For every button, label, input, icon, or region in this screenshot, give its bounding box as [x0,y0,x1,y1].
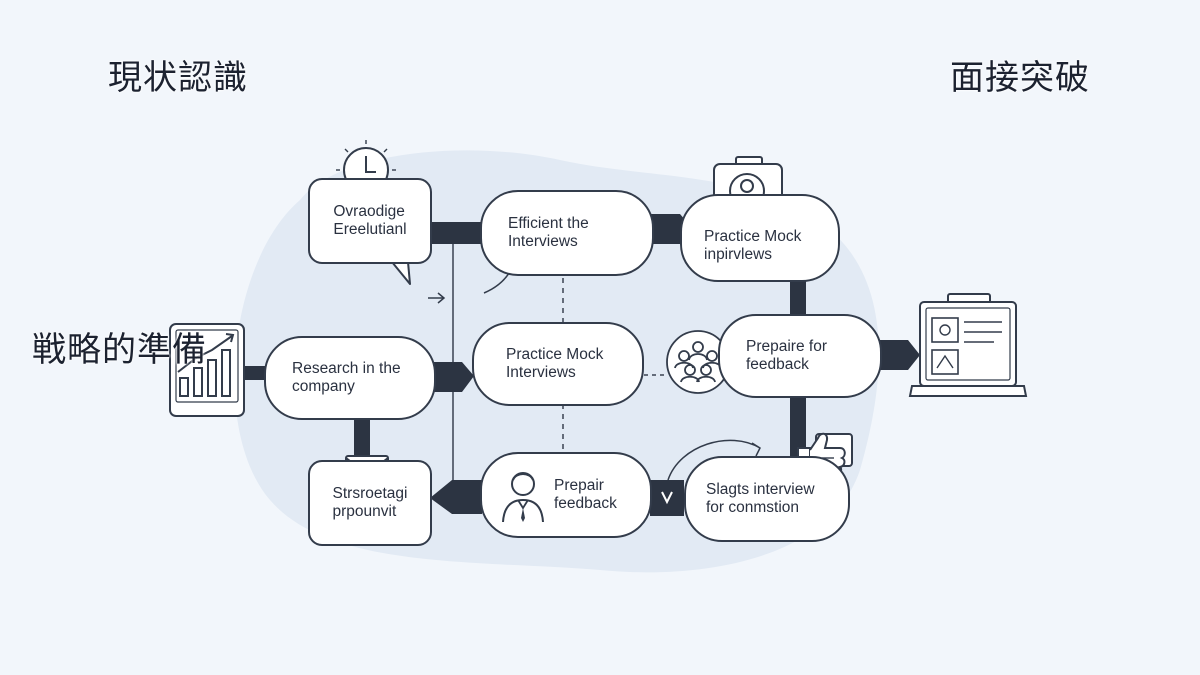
node-research-company-label: Research in the company [292,360,401,395]
node-efficient-interviews-label: Efficient the Interviews [508,215,589,250]
heading-interview-breakthrough: 面接突破 [950,58,1090,98]
heading-strategic-preparation: 戦略的準備 [32,330,207,370]
connector-prepare-stages [790,398,806,456]
arrow-curve-stages [667,439,761,481]
arrow-down-bottom [661,491,673,505]
node-efficient-interviews: Efficient the Interviews [480,190,654,276]
node-practice-mock-mid: Practice Mock Interviews [472,322,644,406]
node-strategic-label: Strsroetagi prpounvit [332,485,408,520]
node-practice-mock-top: Practice Mock inpirvlews [680,194,840,282]
connector-research-strategic [354,418,370,460]
connector-chart-research [244,366,266,380]
connector-strategic-bottom [430,480,482,514]
connector-overview-efficient [430,222,482,244]
node-prepare-feedback-bottom-label: Prepair feedback [554,477,617,512]
node-stages-interview-label: Slagts interview for conmstion [706,481,815,516]
connector-group [244,214,920,516]
bar-chart-icon [169,323,245,417]
node-prepare-feedback-right-label: Prepaire for feedback [746,338,827,373]
node-practice-mock-mid-label: Practice Mock Interviews [506,346,604,381]
node-prepare-feedback-right: Prepaire for feedback [718,314,882,398]
connector-research-mid [434,362,474,392]
node-prepare-feedback-bottom: Prepair feedback [480,452,652,538]
arrow-small-left [428,292,446,304]
connector-prepare-laptop [880,340,920,370]
node-stages-interview: Slagts interview for conmstion [684,456,850,542]
node-practice-mock-top-label: Practice Mock inpirvlews [704,228,802,263]
node-research-company: Research in the company [264,336,436,420]
heading-current-awareness: 現状認識 [108,58,248,98]
laptop-checklist-icon [908,293,1028,397]
node-overview: Ovraodige Ereelutianl [308,178,432,264]
node-overview-label: Ovraodige Ereelutianl [333,203,407,238]
connector-bottom-stages [650,480,684,516]
connector-practice-prepare [790,280,806,318]
node-strategic: Strsroetagi prpounvit [308,460,432,546]
person-icon [502,472,544,523]
